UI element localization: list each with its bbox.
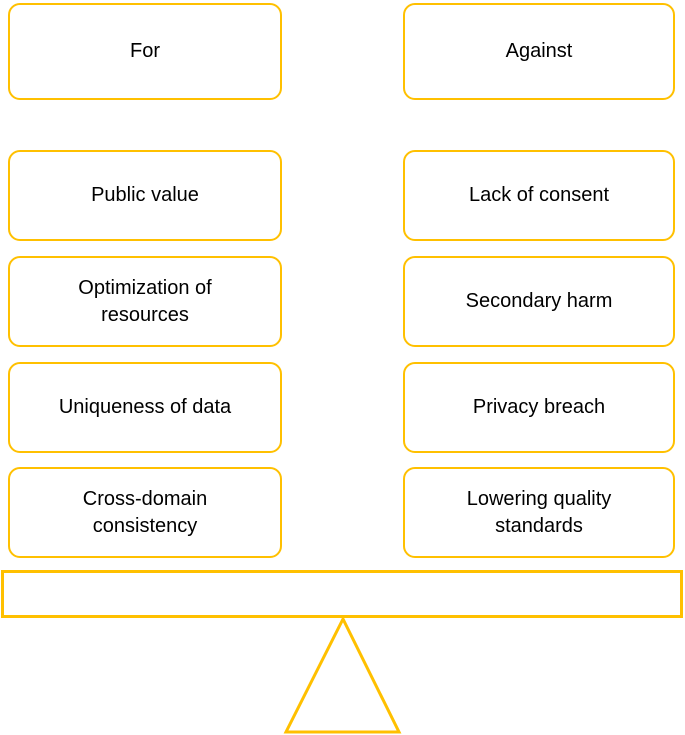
against-item-box: Lowering quality standards xyxy=(403,467,675,558)
fulcrum-triangle-icon xyxy=(283,616,402,734)
against-item-box: Privacy breach xyxy=(403,362,675,453)
for-header-box: For xyxy=(8,3,282,100)
for-item-box: Optimization of resources xyxy=(8,256,282,347)
against-item-label: Secondary harm xyxy=(465,290,613,312)
against-item-label: Lack of consent xyxy=(468,184,610,206)
for-item-label: Public value xyxy=(91,184,199,206)
balance-beam xyxy=(1,570,683,618)
against-item-box: Secondary harm xyxy=(403,256,675,347)
for-item-box: Public value xyxy=(8,150,282,241)
for-item-label: Uniqueness of data xyxy=(58,396,232,418)
for-item-box: Uniqueness of data xyxy=(8,362,282,453)
for-item-label: Cross-domain consistency xyxy=(82,487,208,537)
against-item-label: Privacy breach xyxy=(472,396,606,418)
for-header-label: For xyxy=(130,40,160,62)
for-item-label: Optimization of resources xyxy=(78,276,212,326)
against-item-label: Lowering quality standards xyxy=(466,487,612,537)
against-header-box: Against xyxy=(403,3,675,100)
for-item-box: Cross-domain consistency xyxy=(8,467,282,558)
against-header-label: Against xyxy=(505,40,573,62)
against-item-box: Lack of consent xyxy=(403,150,675,241)
